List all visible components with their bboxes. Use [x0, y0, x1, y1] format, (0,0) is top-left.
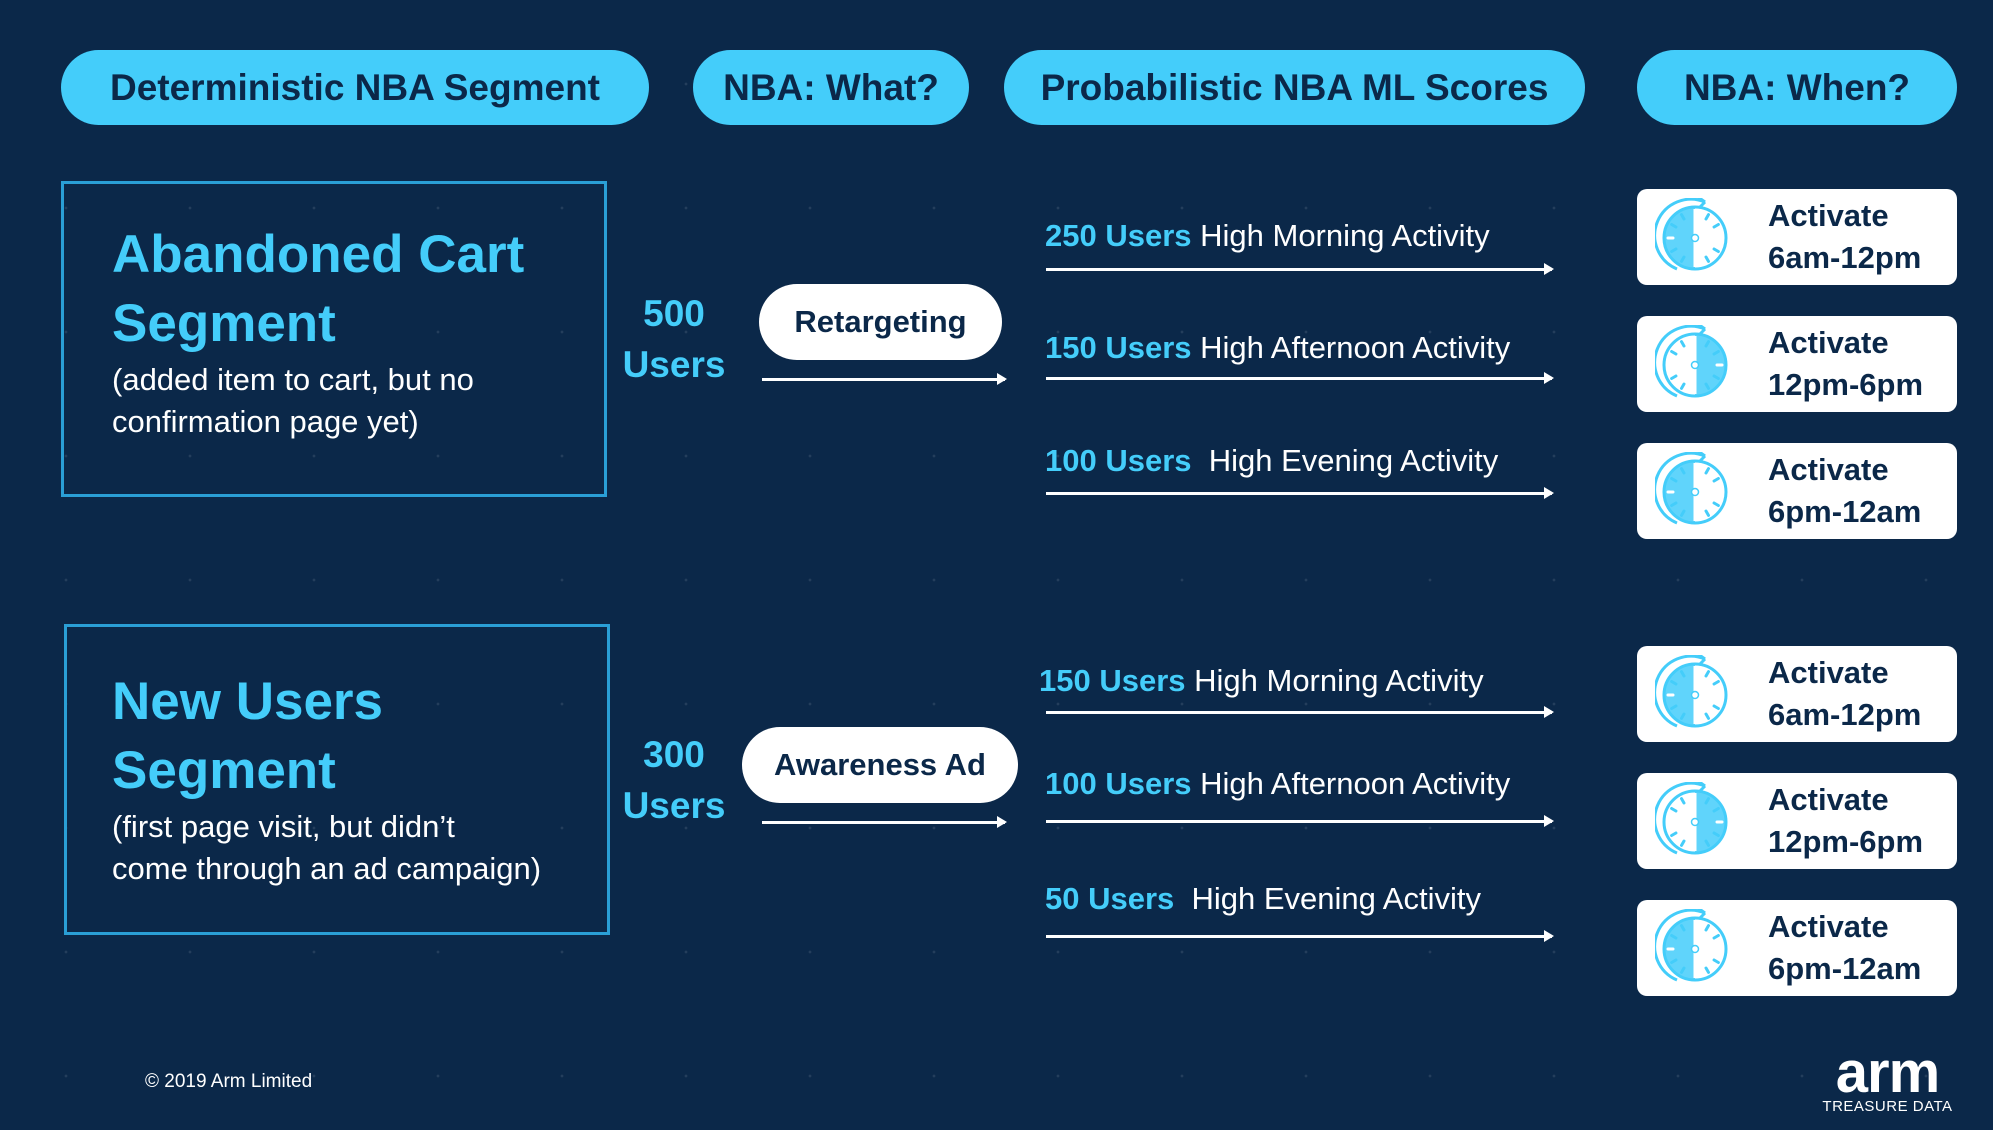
clock-afternoon-icon: [1655, 325, 1728, 398]
logo-subtitle: TREASURE DATA: [1822, 1098, 1953, 1115]
arrow-score: [1046, 263, 1554, 275]
clock-morning-icon: [1655, 198, 1728, 271]
score-users: 100 Users: [1045, 443, 1192, 478]
score-users: 150 Users: [1045, 330, 1192, 365]
score-row: 150 Users High Afternoon Activity: [1045, 330, 1510, 366]
when-card-afternoon: Activate 12pm-6pm: [1637, 316, 1957, 412]
arrow-score: [1046, 706, 1554, 718]
user-count-unit: Users: [622, 785, 726, 826]
when-line1: Activate: [1768, 782, 1889, 817]
score-row: 100 Users High Afternoon Activity: [1045, 766, 1510, 802]
segment-user-count: 300 Users: [614, 729, 734, 831]
arrow-score: [1046, 372, 1554, 384]
score-users: 100 Users: [1045, 766, 1192, 801]
clock-evening-icon: [1655, 909, 1728, 982]
action-awareness-ad: Awareness Ad: [742, 727, 1018, 803]
score-row: 250 Users High Morning Activity: [1045, 218, 1490, 254]
when-line2: 12pm-6pm: [1768, 824, 1924, 859]
user-count-number: 500: [643, 293, 705, 334]
segment-title-line2: Segment: [112, 741, 336, 800]
when-card-evening: Activate 6pm-12am: [1637, 900, 1957, 996]
action-retargeting: Retargeting: [759, 284, 1002, 360]
user-count-unit: Users: [622, 344, 726, 385]
when-card-morning: Activate 6am-12pm: [1637, 646, 1957, 742]
clock-evening-icon: [1655, 452, 1728, 525]
user-count-number: 300: [643, 734, 705, 775]
segment-desc-line1: (added item to cart, but no: [112, 362, 474, 397]
when-line2: 12pm-6pm: [1768, 367, 1924, 402]
segment-description: (added item to cart, but no confirmation…: [112, 359, 474, 443]
arrow-action-2: [762, 816, 1007, 828]
segment-title: Abandoned Cart Segment: [112, 220, 524, 358]
score-label: High Evening Activity: [1174, 881, 1481, 916]
when-line1: Activate: [1768, 909, 1889, 944]
logo-word: arm: [1835, 1040, 1940, 1105]
score-label: High Evening Activity: [1191, 443, 1499, 478]
clock-afternoon-icon: [1655, 782, 1728, 855]
when-line2: 6am-12pm: [1768, 697, 1922, 732]
arm-treasure-data-logo: arm TREASURE DATA: [1820, 1040, 1955, 1116]
segment-title-line1: Abandoned Cart: [112, 225, 525, 284]
segment-user-count: 500 Users: [614, 288, 734, 390]
arrow-score: [1046, 815, 1554, 827]
score-label: High Morning Activity: [1185, 663, 1484, 698]
when-card-afternoon: Activate 12pm-6pm: [1637, 773, 1957, 869]
score-label: High Afternoon Activity: [1191, 766, 1511, 801]
header-scores: Probabilistic NBA ML Scores: [1004, 50, 1585, 125]
header-segment: Deterministic NBA Segment: [61, 50, 649, 125]
arrow-score: [1046, 487, 1554, 499]
score-users: 150 Users: [1039, 663, 1186, 698]
segment-box-new-users: [64, 624, 610, 935]
segment-desc-line1: (first page visit, but didn’t: [112, 809, 455, 844]
arrow-score: [1046, 930, 1554, 942]
segment-title-line1: New Users: [112, 672, 384, 731]
when-card-evening: Activate 6pm-12am: [1637, 443, 1957, 539]
when-line1: Activate: [1768, 655, 1889, 690]
arrow-action-1: [762, 373, 1007, 385]
when-line1: Activate: [1768, 325, 1889, 360]
score-users: 50 Users: [1045, 881, 1175, 916]
segment-title: New Users Segment: [112, 667, 383, 805]
score-row: 100 Users High Evening Activity: [1045, 443, 1498, 479]
segment-title-line2: Segment: [112, 294, 336, 353]
when-line1: Activate: [1768, 452, 1889, 487]
when-line2: 6pm-12am: [1768, 951, 1922, 986]
score-label: High Afternoon Activity: [1191, 330, 1511, 365]
segment-desc-line2: come through an ad campaign): [112, 851, 542, 886]
when-line2: 6am-12pm: [1768, 240, 1922, 275]
score-row: 50 Users High Evening Activity: [1045, 881, 1481, 917]
header-when: NBA: When?: [1637, 50, 1957, 125]
score-row: 150 Users High Morning Activity: [1039, 663, 1484, 699]
when-line2: 6pm-12am: [1768, 494, 1922, 529]
segment-desc-line2: confirmation page yet): [112, 404, 419, 439]
clock-morning-icon: [1655, 655, 1728, 728]
segment-box-abandoned-cart: [61, 181, 607, 497]
copyright-text: © 2019 Arm Limited: [145, 1071, 313, 1092]
score-label: High Morning Activity: [1191, 218, 1490, 253]
score-users: 250 Users: [1045, 218, 1192, 253]
when-line1: Activate: [1768, 198, 1889, 233]
when-card-morning: Activate 6am-12pm: [1637, 189, 1957, 285]
segment-description: (first page visit, but didn’t come throu…: [112, 806, 541, 890]
header-what: NBA: What?: [693, 50, 969, 125]
